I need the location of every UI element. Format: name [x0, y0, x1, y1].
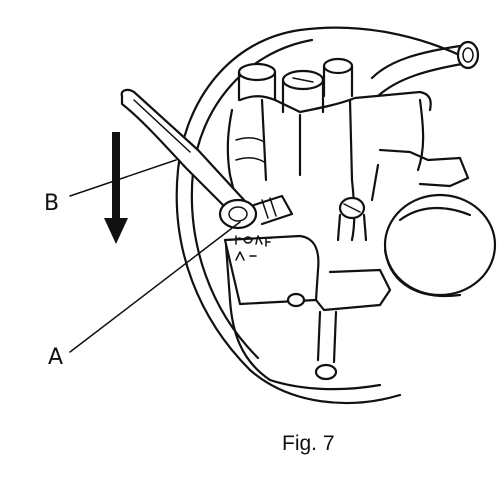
callout-label-b: B — [44, 191, 59, 216]
throttle-lever — [120, 88, 246, 216]
callout-line-b — [69, 159, 177, 197]
idle-screw-assembly — [218, 194, 294, 230]
figure-caption: Fig. 7 — [282, 432, 335, 455]
down-arrow-icon — [104, 132, 128, 244]
fuel-pipe — [370, 40, 480, 98]
side-screw — [336, 196, 368, 242]
float-bowl — [223, 234, 392, 391]
air-intake — [370, 148, 497, 297]
carburetor-top — [237, 57, 432, 114]
callout-label-a: A — [48, 345, 63, 370]
callout-line-a — [69, 221, 241, 353]
body-markings — [231, 235, 273, 261]
